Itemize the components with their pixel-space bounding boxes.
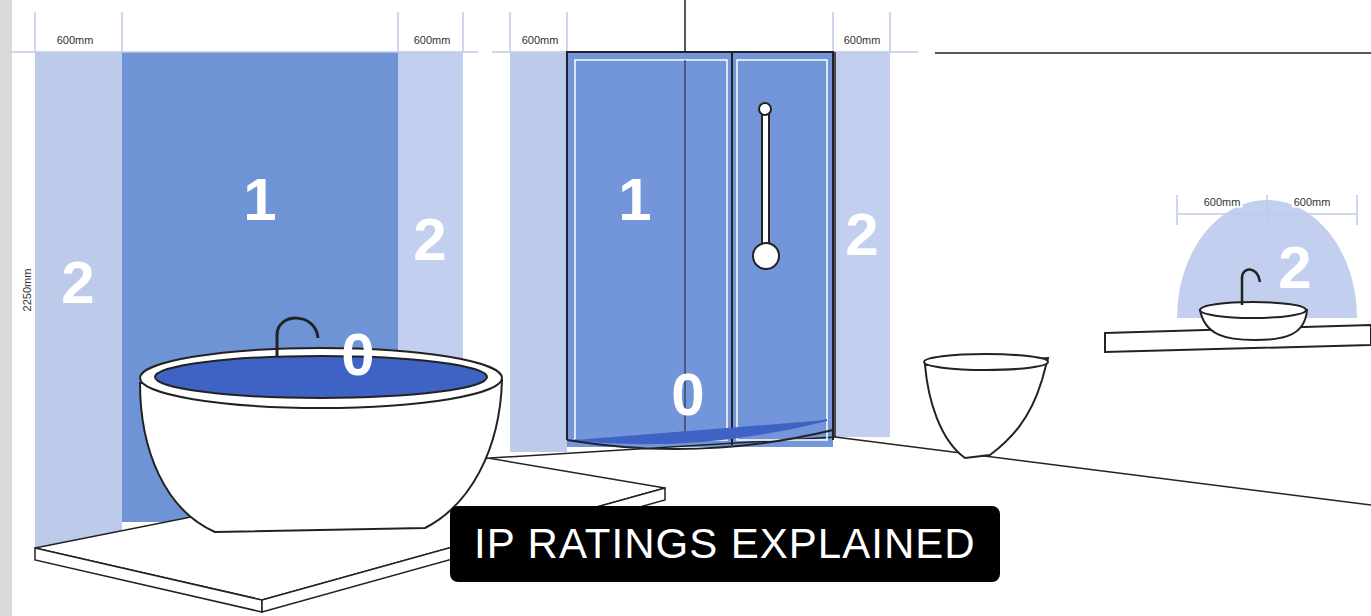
zone-number: 2 <box>413 210 446 270</box>
shower-head <box>753 103 779 269</box>
basin <box>1105 269 1371 352</box>
dimension-lines <box>10 12 1357 225</box>
zone-band <box>833 52 890 437</box>
width-dimension: 600mm <box>520 35 561 46</box>
zone-area: 01 <box>122 52 398 522</box>
zone-area: 0 <box>590 355 810 435</box>
zone-band <box>510 52 567 452</box>
wall-corner <box>684 0 686 52</box>
bath-tub <box>140 318 502 532</box>
zone-number: 0 <box>671 365 704 425</box>
width-dimension: 600mm <box>412 35 453 46</box>
width-dimension: 600mm <box>1292 197 1333 208</box>
zone-number: 2 <box>61 253 94 313</box>
width-dimension: 600mm <box>1202 197 1243 208</box>
shower-enclosure <box>567 52 833 449</box>
zone-number: 2 <box>845 205 878 265</box>
width-dimension: 600mm <box>55 35 96 46</box>
zone-area: 2 <box>398 52 463 502</box>
height-dimension: 2250mm <box>22 267 33 314</box>
zone-area: 01 <box>567 52 833 447</box>
width-dimension: 600mm <box>842 35 883 46</box>
edge-strip <box>0 0 12 616</box>
zone-area: 2 <box>35 52 122 547</box>
toilet <box>924 354 1048 458</box>
zone-area: 2 <box>1177 200 1357 318</box>
title-banner: IP RATINGS EXPLAINED <box>450 506 1000 582</box>
floor-lines <box>490 52 1371 505</box>
zone-number: 2 <box>1278 238 1311 298</box>
zone-number: 1 <box>618 170 651 230</box>
zone-band <box>567 52 833 447</box>
zone-band <box>35 52 122 547</box>
zone-area: 0 <box>180 325 500 395</box>
zone-number: 0 <box>341 325 374 385</box>
zone-area: 2 <box>833 52 890 437</box>
zone-number: 1 <box>243 170 276 230</box>
wall-top <box>935 52 1371 54</box>
